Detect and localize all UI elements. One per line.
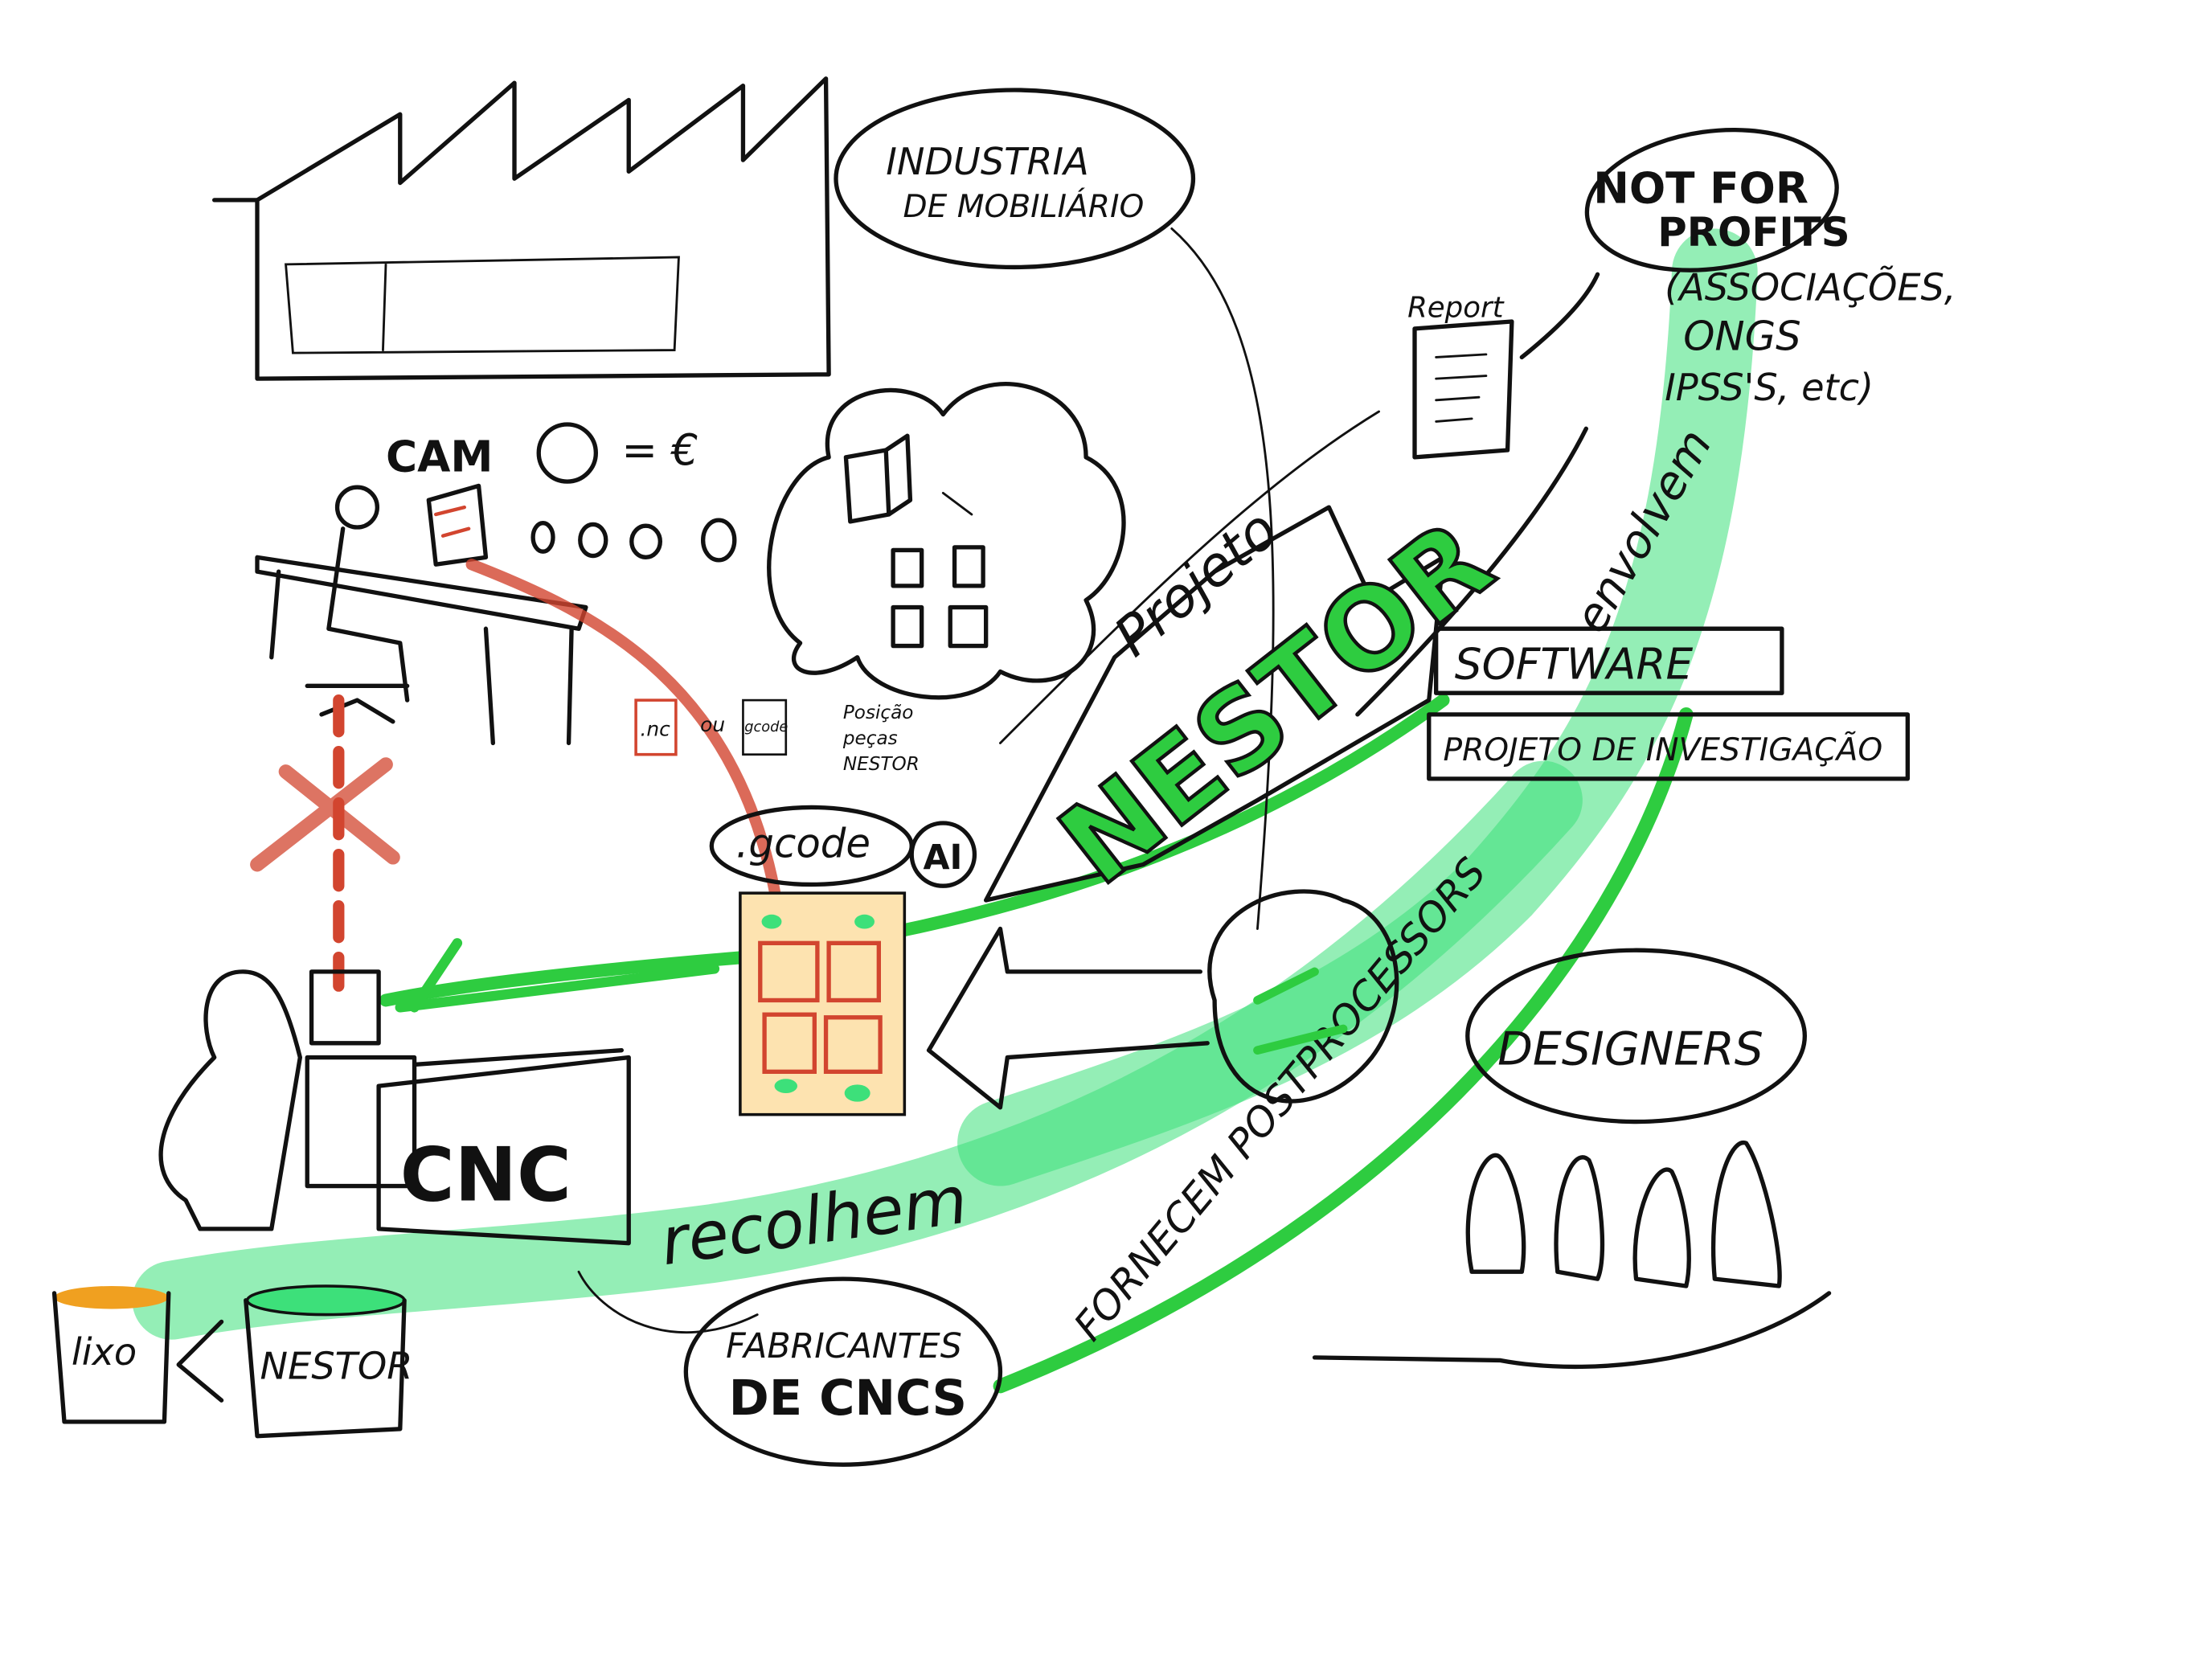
designers-group: DESIGNERS	[1207, 889, 1832, 1370]
nfp-line-4: ONGS	[1683, 313, 1801, 360]
nfp-line-1: NOT FOR	[1593, 162, 1809, 213]
fabricantes-label-1: FABRICANTES	[726, 1326, 962, 1366]
nested-sheet	[739, 891, 907, 1116]
blocked-x-icon	[250, 694, 400, 992]
cam-workstation: CAM = €	[255, 422, 737, 746]
nesting-cloud	[767, 382, 1126, 700]
industry-label-1: INDUSTRIA	[886, 140, 1089, 183]
nfp-line-2: PROFITS	[1657, 209, 1849, 256]
coins-icon	[530, 518, 737, 563]
ou-label: ou	[700, 713, 725, 736]
nestor-bin-label: NESTOR	[260, 1345, 413, 1388]
arrow-to-lixo	[176, 1319, 224, 1403]
file-icons: .nc ou gcode	[634, 698, 788, 756]
gcode-file-label: gcode	[744, 719, 788, 735]
nestor-bin: NESTOR	[244, 1284, 413, 1439]
projeto-nestor-banner: Projeto NESTOR Posição peças NESTOR AI	[842, 494, 1518, 911]
gcode-bubble: .gcode	[709, 805, 914, 887]
lixo-bin: lixo	[51, 1286, 171, 1424]
report-document: Report	[999, 292, 1514, 744]
nfp-line-3: (ASSOCIAÇÕES,	[1665, 265, 1956, 309]
factory-drawing	[211, 76, 831, 381]
report-label: Report	[1407, 292, 1505, 325]
cnc-machine: CNC	[158, 938, 720, 1246]
big-return-arrow	[926, 926, 1210, 1110]
posicao-label-3: NESTOR	[843, 754, 920, 775]
green-band-recolhem	[132, 760, 1583, 1340]
nfp-line-5: IPSS'S, etc)	[1665, 366, 1874, 409]
lixo-label: lixo	[72, 1330, 137, 1374]
cnc-label: CNC	[400, 1131, 571, 1218]
fabricantes-bubble: FABRICANTES DE CNCS	[577, 1270, 1003, 1467]
software-label: SOFTWARE	[1455, 638, 1694, 689]
gcode-bubble-label: .gcode	[736, 821, 870, 867]
posicao-label-2: peças	[842, 728, 898, 749]
green-band-fornecem	[993, 707, 1694, 1394]
cam-label: CAM	[386, 432, 493, 482]
red-arrow-cam-to-gcode	[465, 559, 784, 920]
ai-badge: AI	[923, 838, 962, 878]
posicao-label-1: Posição	[843, 703, 914, 723]
designers-label: DESIGNERS	[1497, 1022, 1763, 1075]
industry-bubble: INDUSTRIA DE MOBILIÁRIO	[834, 88, 1275, 930]
coin-icon	[536, 422, 598, 484]
cost-label: = €	[621, 424, 698, 475]
fabricantes-label-2: DE CNCS	[729, 1370, 967, 1427]
industry-label-2: DE MOBILIÁRIO	[903, 187, 1145, 225]
software-box: SOFTWARE	[1433, 626, 1784, 695]
nc-file-label: .nc	[640, 718, 670, 741]
research-project-label: PROJETO DE INVESTIGAÇÃO	[1444, 731, 1883, 768]
research-project-box: PROJETO DE INVESTIGAÇÃO	[1427, 712, 1910, 781]
